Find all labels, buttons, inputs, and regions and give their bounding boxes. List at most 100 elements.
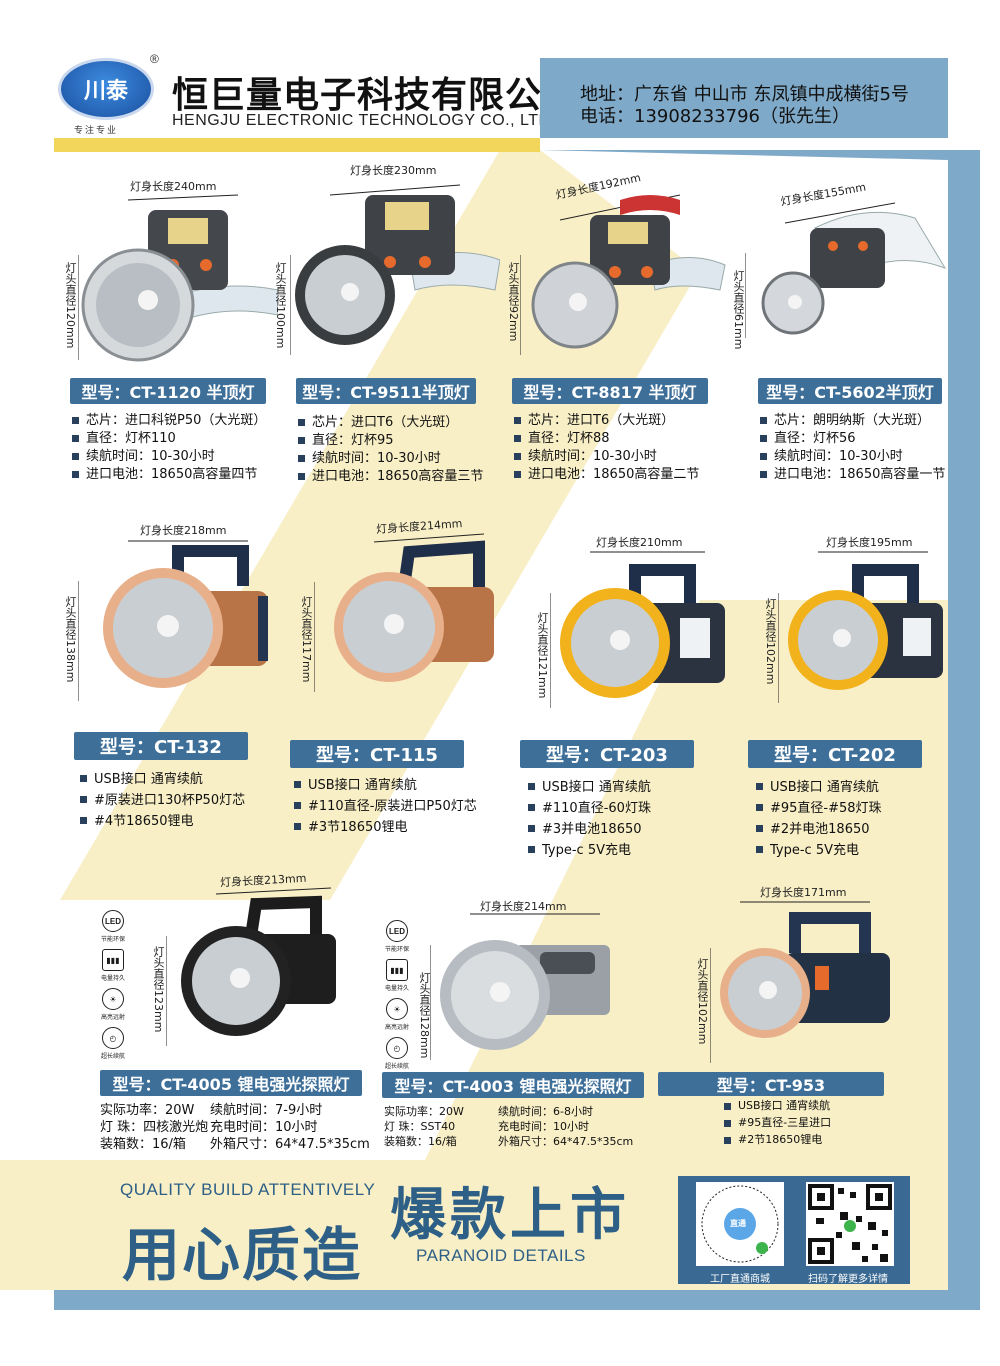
spec-item: 芯片：进口T6（大光斑）	[514, 412, 699, 429]
length-label-ct4003: 灯身长度214mm	[480, 900, 567, 913]
spec-item: 充电时间：10小时	[498, 1120, 589, 1133]
model-bar-ct5602: 型号：CT-5602半顶灯	[758, 378, 942, 404]
spec-item: 芯片：进口T6（大光斑）	[298, 414, 483, 431]
led-icon: LED	[386, 920, 408, 942]
spec-item: 进口电池：18650高容量二节	[514, 466, 699, 483]
spec-list-ct9511: 芯片：进口T6（大光斑） 直径：灯杯95 续航时间：10-30小时 进口电池：1…	[298, 414, 483, 486]
feature-caption: 电量持久	[100, 975, 125, 982]
diameter-label-ct115: 灯头直径117mm	[300, 596, 313, 683]
feature-caption: 高亮远射	[100, 1014, 125, 1021]
length-label-ct9511: 灯身长度230mm	[350, 164, 437, 177]
searchlight-ct953-image	[710, 901, 890, 1063]
feature-caption: 节能环保	[100, 936, 125, 943]
model-bar-ct115: 型号：CT-115	[290, 740, 464, 768]
feature-icons-2: LED 节能环保 ▮▮▮ 电量持久 ☀ 高亮远射 ◴ 超长续航	[380, 920, 414, 1076]
spec-item: Type-c 5V充电	[756, 841, 882, 861]
spec-item: Type-c 5V充电	[528, 841, 651, 861]
headlamp-ct1120-image	[78, 194, 278, 362]
searchlight-ct4005-image	[166, 887, 336, 1046]
spec-list-ct203: USB接口 通宵续航 #110直径-60灯珠 #3并电池18650 Type-c…	[528, 778, 651, 862]
length-label-ct953: 灯身长度171mm	[760, 886, 847, 899]
spec-item: 续航时间：10-30小时	[760, 448, 945, 465]
spec-item: 进口电池：18650高容量三节	[298, 468, 483, 485]
model-bar-ct4005: 型号：CT-4005 锂电强光探照灯	[100, 1070, 362, 1096]
spec-item: USB接口 通宵续航	[528, 778, 651, 798]
feature-icon-item: ☀ 高亮远射	[96, 988, 130, 1021]
feature-icon-item: ▮▮▮ 电量持久	[380, 959, 414, 992]
spec-item: 进口电池：18650高容量四节	[72, 466, 266, 483]
spec-list-ct1120: 芯片：进口科锐P50（大光斑） 直径：灯杯110 续航时间：10-30小时 进口…	[72, 412, 266, 484]
spec-item: 续航时间：6-8小时	[498, 1105, 593, 1118]
spec-item: 灯 珠：SST40	[384, 1120, 456, 1133]
feature-caption: 高亮远射	[384, 1024, 409, 1031]
clock-icon: ◴	[386, 1037, 408, 1059]
headlamp-ct5602-image	[745, 202, 947, 338]
mini-program-code[interactable]: 直通	[696, 1182, 784, 1266]
spec-list-ct202: USB接口 通宵续航 #95直径-#58灯珠 #2并电池18650 Type-c…	[756, 778, 882, 862]
spec-item: #95直径-#58灯珠	[756, 799, 882, 819]
brand-slogan: 专注专业	[74, 125, 119, 135]
spec-item: 实际功率：20W	[384, 1105, 464, 1118]
spec-item: 灯 珠：四核激光炮	[100, 1120, 209, 1135]
feature-icon-item: LED 节能环保	[96, 910, 130, 943]
searchlight-ct203-image	[550, 551, 725, 708]
spec-item: 装箱数：16/箱	[100, 1137, 186, 1152]
spec-list-ct132: USB接口 通宵续航 #原装进口130杯P50灯芯 #4节18650锂电	[80, 770, 245, 833]
spec-item: USB接口 通宵续航	[80, 770, 245, 790]
model-bar-ct4003: 型号：CT-4003 锂电强光探照灯	[382, 1072, 644, 1098]
spec-list-ct115: USB接口 通宵续航 #110直径-原装进口P50灯芯 #3节18650锂电	[294, 776, 477, 839]
spec-item: 实际功率：20W	[100, 1103, 195, 1118]
spec-item: 外箱尺寸：64*47.5*35cm	[498, 1135, 634, 1148]
feature-icon-item: LED 节能环保	[380, 920, 414, 953]
model-bar-ct8817: 型号：CT-8817 半顶灯	[512, 378, 708, 404]
model-bar-ct132: 型号：CT-132	[74, 732, 248, 760]
searchlight-ct132-image	[78, 540, 268, 701]
length-label-ct203: 灯身长度210mm	[596, 536, 683, 549]
address-panel	[540, 58, 948, 138]
diameter-label-ct203: 灯头直径121mm	[536, 612, 549, 699]
length-label-ct132: 灯身长度218mm	[140, 524, 227, 537]
spec-item: #2并电池18650	[756, 820, 882, 840]
diameter-label-ct202: 灯头直径102mm	[764, 598, 777, 685]
diameter-label-ct8817: 灯头直径92mm	[507, 262, 520, 342]
spec-item: 续航时间：10-30小时	[298, 450, 483, 467]
spec-item: 直径：灯杯110	[72, 430, 266, 447]
mini-program-code-icon	[701, 1185, 779, 1263]
quality-tagline-en: QUALITY BUILD ATTENTIVELY	[120, 1180, 376, 1199]
diameter-label-ct9511: 灯头直径100mm	[274, 262, 287, 349]
diameter-label-ct4005: 灯头直径123mm	[152, 946, 165, 1033]
qr-panel: 直通 工厂直通商城 扫码了解更多详情	[678, 1176, 910, 1285]
clock-icon: ◴	[102, 1027, 124, 1049]
spec-item: 进口电池：18650高容量一节	[760, 466, 945, 483]
bulb-icon: ☀	[102, 988, 124, 1010]
spec-item: #原装进口130杯P50灯芯	[80, 791, 245, 811]
phone-text: 电话：13908233796（张先生）	[580, 106, 850, 127]
model-bar-ct1120: 型号：CT-1120 半顶灯	[70, 378, 266, 404]
diameter-label-ct953: 灯头直径102mm	[696, 958, 709, 1045]
spec-item: USB接口 通宵续航	[294, 776, 477, 796]
spec-item: 续航时间：10-30小时	[514, 448, 699, 465]
qr-code[interactable]	[806, 1182, 894, 1266]
feature-caption: 电量持久	[384, 985, 409, 992]
searchlight-ct115-image	[314, 533, 494, 692]
feature-caption: 节能环保	[384, 946, 409, 953]
spec-item: USB接口 通宵续航	[724, 1098, 831, 1114]
spec-item: 直径：灯杯95	[298, 432, 483, 449]
spec-item: 续航时间：7-9小时	[210, 1103, 323, 1118]
feature-icon-item: ▮▮▮ 电量持久	[96, 949, 130, 982]
feature-icon-item: ☀ 高亮远射	[380, 998, 414, 1031]
qr2-caption: 扫码了解更多详情	[808, 1274, 888, 1285]
spec-item: #110直径-60灯珠	[528, 799, 651, 819]
quality-tagline-cn: 用心质造	[122, 1221, 363, 1289]
brand-logo-text: 川泰	[83, 79, 128, 104]
company-name-en: HENGJU ELECTRONIC TECHNOLOGY CO., LTD.	[172, 112, 556, 129]
feature-caption: 超长续航	[384, 1063, 409, 1070]
feature-caption: 超长续航	[100, 1053, 125, 1060]
mini-program-center-text: 直通	[730, 1219, 746, 1228]
spec-item: 续航时间：10-30小时	[72, 448, 266, 465]
led-icon: LED	[102, 910, 124, 932]
spec-item: 充电时间：10小时	[210, 1120, 318, 1135]
spec-item: 芯片：朗明纳斯（大光斑）	[760, 412, 945, 429]
spec-list-ct5602: 芯片：朗明纳斯（大光斑） 直径：灯杯56 续航时间：10-30小时 进口电池：1…	[760, 412, 945, 484]
spec-item: #3并电池18650	[528, 820, 651, 840]
